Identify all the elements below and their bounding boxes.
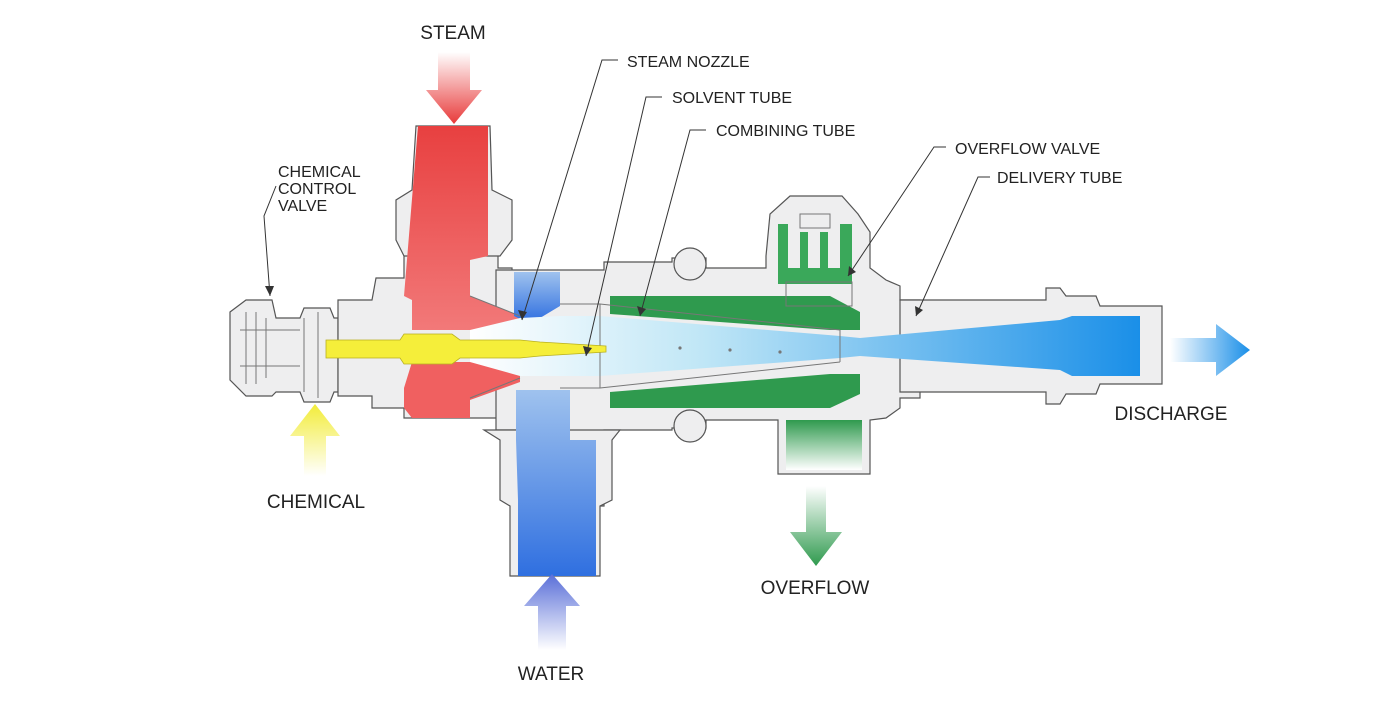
leader-lines — [263, 59, 990, 357]
discharge-outlet-arrow — [1170, 324, 1250, 376]
steam-inlet-arrow — [426, 52, 482, 124]
label-chemical-control-valve-line2: CONTROL — [278, 181, 356, 198]
overflow-chamber-bottom — [610, 374, 860, 408]
label-steam: STEAM — [420, 23, 485, 44]
label-overflow-valve: OVERFLOW VALVE — [955, 141, 1100, 158]
label-combining-tube: COMBINING TUBE — [716, 123, 855, 140]
label-water: WATER — [518, 664, 585, 685]
label-chemical: CHEMICAL — [267, 492, 365, 513]
label-steam-nozzle: STEAM NOZZLE — [627, 54, 750, 71]
overflow-valve-chamber — [778, 224, 852, 284]
water-inlet-channel — [516, 390, 596, 576]
label-solvent-tube: SOLVENT TUBE — [672, 90, 792, 107]
label-overflow: OVERFLOW — [761, 578, 870, 599]
label-chemical-control-valve-line3: VALVE — [278, 198, 327, 215]
overflow-outlet-arrow — [790, 486, 842, 566]
overflow-chamber-top — [610, 296, 860, 330]
combining-tube-flow — [470, 316, 1140, 376]
water-inlet-arrow — [524, 574, 580, 650]
label-delivery-tube: DELIVERY TUBE — [997, 170, 1122, 187]
steam-chamber-lower — [404, 362, 520, 418]
label-chemical-control-valve-line1: CHEMICAL — [278, 164, 361, 181]
overflow-outlet-chamber — [786, 420, 862, 470]
chemical-spindle — [325, 333, 607, 365]
steam-chamber — [404, 126, 520, 334]
label-discharge: DISCHARGE — [1115, 404, 1228, 425]
chemical-inlet-arrow — [290, 404, 340, 476]
